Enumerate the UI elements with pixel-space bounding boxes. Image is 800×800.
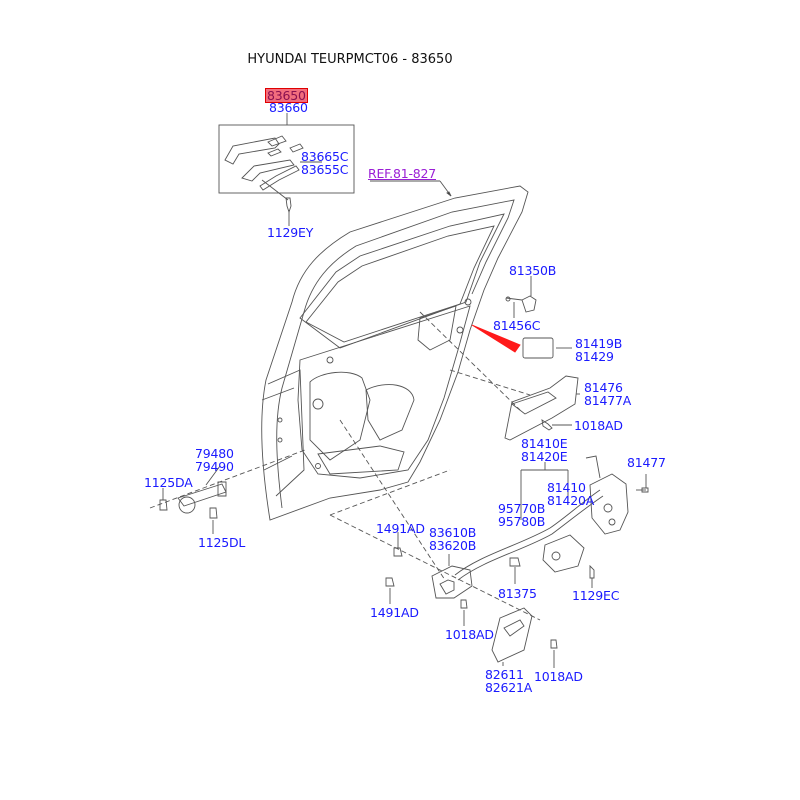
part-label-81477[interactable]: 81477 xyxy=(627,455,666,470)
door-panel-icon xyxy=(261,185,529,521)
part-label-1125DL[interactable]: 1125DL xyxy=(198,535,246,550)
part-label-1129EY[interactable]: 1129EY xyxy=(267,225,314,240)
part-label-81375[interactable]: 81375 xyxy=(498,586,537,601)
part-label-83665C[interactable]: 83665C xyxy=(301,149,349,164)
door-checker-79480-icon xyxy=(177,481,227,514)
part-label-81477A[interactable]: 81477A xyxy=(584,393,632,408)
part-label-82611[interactable]: 82611 xyxy=(485,667,524,682)
actuator-95770B-icon xyxy=(542,534,585,573)
part-label-1129EC[interactable]: 1129EC xyxy=(572,588,620,603)
part-label-81410[interactable]: 81410 xyxy=(547,480,586,495)
reference-label-81-827[interactable]: REF.81-827 xyxy=(368,166,437,181)
part-label-79490[interactable]: 79490 xyxy=(195,459,234,474)
part-label-82621A[interactable]: 82621A xyxy=(485,680,533,695)
part-label-1018AD[interactable]: 1018AD xyxy=(445,627,494,642)
cover-81476-icon xyxy=(504,375,579,441)
part-label-1125DA[interactable]: 1125DA xyxy=(144,475,193,490)
part-label-83650-highlighted[interactable]: 83650 xyxy=(265,88,308,103)
bezel-82611-icon xyxy=(491,607,533,663)
part-label-79480[interactable]: 79480 xyxy=(195,446,234,461)
outside-handle-icon xyxy=(224,135,304,191)
part-label-95780B[interactable]: 95780B xyxy=(498,514,546,529)
part-label-81420A[interactable]: 81420A xyxy=(547,493,595,508)
door-latch-81410-icon xyxy=(585,455,629,535)
part-label-81420E[interactable]: 81420E xyxy=(521,449,568,464)
clip-1491AD-icon xyxy=(385,577,395,587)
part-label-81410E[interactable]: 81410E xyxy=(521,436,568,451)
part-label-83610B[interactable]: 83610B xyxy=(429,525,477,540)
part-label-95770B[interactable]: 95770B xyxy=(498,501,546,516)
part-label-1018AD[interactable]: 1018AD xyxy=(574,418,623,433)
part-label-81456C[interactable]: 81456C xyxy=(493,318,541,333)
screw-1129EY-icon xyxy=(285,197,292,214)
part-label-81350B[interactable]: 81350B xyxy=(509,263,557,278)
part-label-81429[interactable]: 81429 xyxy=(575,349,614,364)
diagram-title: HYUNDAI TEURPMCT06 - 83650 xyxy=(247,52,453,67)
clip-81375-icon xyxy=(509,557,521,567)
highlight-arrow-icon xyxy=(471,324,521,353)
part-label-1491AD[interactable]: 1491AD xyxy=(370,605,419,620)
part-label-81419B[interactable]: 81419B xyxy=(575,336,623,351)
part-label-1018AD[interactable]: 1018AD xyxy=(534,669,583,684)
part-label-81476[interactable]: 81476 xyxy=(584,380,623,395)
striker-81350B-icon xyxy=(505,295,537,313)
bolt-1018AD-icon xyxy=(541,419,553,431)
inside-handle-83610B-icon xyxy=(431,565,473,599)
outside-handle-group-box xyxy=(218,124,355,194)
part-label-83620B[interactable]: 83620B xyxy=(429,538,477,553)
bracket-81419B-icon xyxy=(522,337,554,359)
part-label-83655C[interactable]: 83655C xyxy=(301,162,349,177)
part-label-83660[interactable]: 83660 xyxy=(269,100,308,115)
part-label-1491AD[interactable]: 1491AD xyxy=(376,521,425,536)
